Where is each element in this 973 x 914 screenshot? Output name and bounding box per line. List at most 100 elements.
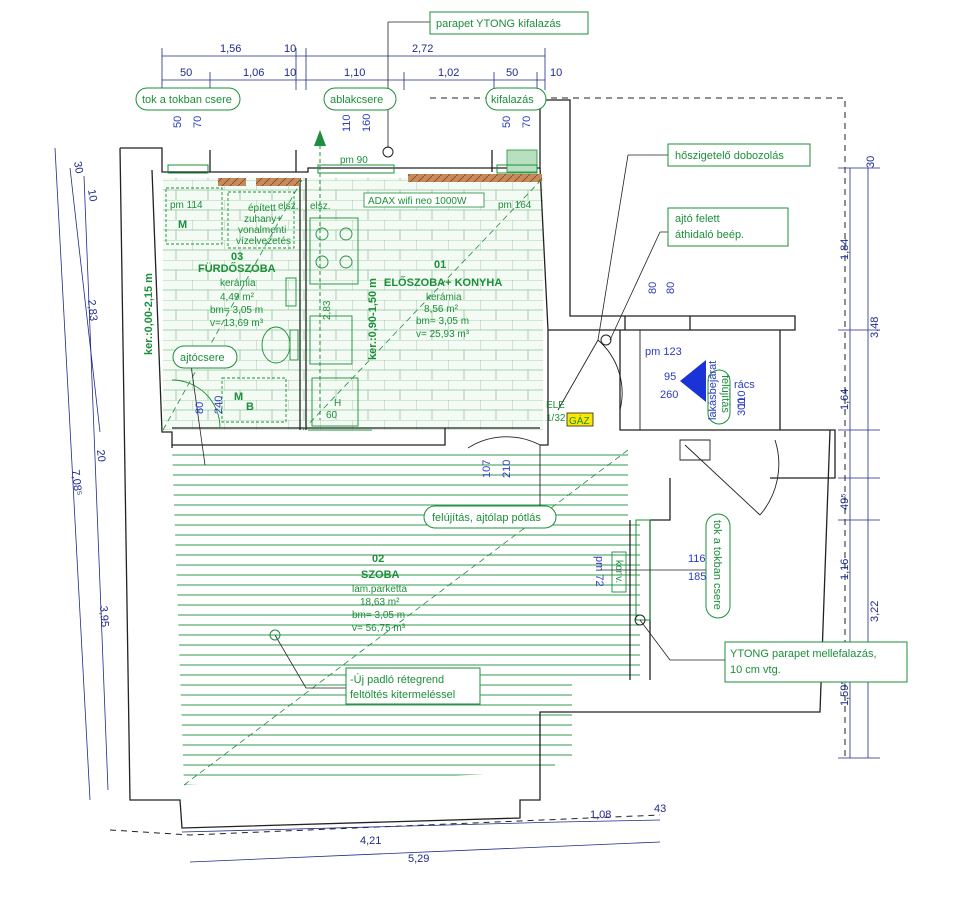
room-02-name: SZOBA	[361, 569, 400, 581]
callout-padlo-1: -Új padló rétegrend	[350, 673, 444, 686]
label-283: 2,83	[322, 300, 333, 320]
label-mb: M	[234, 391, 243, 403]
callout-ajto-2: áthidaló beép.	[675, 229, 744, 241]
diagonals	[162, 177, 629, 786]
brick-strip-2	[256, 178, 300, 186]
callout-felujitas-ajtolap-box	[423, 505, 557, 529]
label-elsz-1: elsz.	[278, 201, 299, 212]
dim-bottom-3: 43	[654, 803, 666, 815]
dim-right-5: 49⁵	[839, 493, 851, 510]
section-arrow	[314, 130, 326, 146]
adax-box	[363, 192, 485, 208]
label-95: 95	[664, 371, 676, 383]
room-03-volume: v= 13,69 m³	[210, 318, 264, 329]
dim-right-1: 30	[865, 156, 877, 168]
label-ker-1: ker.:0,00-2,15 m	[143, 273, 155, 355]
callout-parapet: parapet YTONG kifalazás	[436, 18, 561, 30]
label-240: 240	[213, 396, 225, 414]
room-01-name: ELŐSZOBA+ KONYHA	[384, 276, 502, 289]
gas-meter	[566, 412, 594, 427]
entry-mat	[639, 329, 781, 431]
label-107: 107	[481, 460, 493, 478]
room-03-number: 03	[231, 251, 243, 263]
room-03-name: FÜRDŐSZOBA	[198, 262, 276, 275]
callout-padlo-2: feltöltés kitermeléssel	[350, 689, 455, 701]
label-pm72: pm 72	[593, 556, 605, 587]
leader-dot-1	[382, 146, 394, 158]
dim-top-2: 10	[284, 43, 296, 55]
win-label-6: 70	[521, 116, 533, 128]
dim-top-9: 50	[506, 67, 518, 79]
callout-kifalazas-box	[485, 87, 547, 111]
callout-ajto-1: ajtó felett	[675, 213, 720, 225]
dim-right-2: 1,84	[839, 239, 851, 260]
callout-tok2: tok a tokban csere	[711, 520, 723, 610]
room-03-height: bm= 3,05 m	[210, 305, 263, 316]
dim-left-5: 20	[94, 449, 107, 462]
room-03-area: 4,49 m²	[220, 292, 255, 303]
label-racs: rács	[734, 379, 755, 391]
green-block	[506, 149, 538, 173]
dim-left-6: 3,95	[97, 605, 110, 627]
room-02-volume: v= 56,75 m³	[352, 623, 406, 634]
callout-ajtocsere: ajtócsere	[180, 352, 225, 364]
kitchen-fixtures	[308, 217, 372, 431]
leader-dot-2	[269, 629, 281, 641]
bathroom-fixtures	[165, 187, 299, 429]
label-h: H	[334, 398, 341, 409]
label-ele-2: 1/32	[546, 413, 566, 424]
label-116: 116	[688, 553, 706, 565]
dim-top-4: 50	[180, 67, 192, 79]
room-01-number: 01	[434, 259, 446, 271]
leader-dot-4	[634, 614, 646, 626]
room-01-height: bm= 3,05 m	[416, 316, 469, 327]
win-label-4: 160	[361, 114, 373, 132]
label-b: B	[246, 401, 254, 413]
leader-dot-3	[600, 334, 612, 346]
dim-right-6: 1,16	[839, 559, 851, 580]
callout-ajtocsere-box	[172, 345, 238, 369]
dim-top-6: 10	[284, 67, 296, 79]
room-02-floor: lam.parketta	[352, 584, 407, 595]
room-floor	[172, 448, 640, 785]
label-pm123: pm 123	[645, 346, 682, 358]
dim-top-5: 1,06	[243, 67, 264, 79]
dim-left-2: 10	[85, 188, 99, 202]
room-01-volume: v= 25,93 m³	[416, 329, 470, 340]
label-80: 80	[194, 402, 206, 414]
label-zuhany-1: épített	[248, 203, 276, 214]
label-adax: ADAX wifi neo 1000W	[368, 196, 467, 207]
dimension-lines	[54, 48, 880, 863]
win-label-3: 110	[341, 114, 353, 132]
callout-ablakcsere-box	[323, 87, 397, 111]
dim-top-8: 1,02	[438, 67, 459, 79]
dim-left-1: 30	[71, 160, 85, 174]
callout-ytong-1: YTONG parapet mellefalazás,	[730, 648, 877, 660]
callout-hoszigetelo: hőszigetelő dobozolás	[675, 150, 784, 162]
brick-strip-3	[408, 174, 542, 182]
win-label-1: 50	[172, 116, 184, 128]
dim-bottom-1: 4,21	[360, 835, 381, 847]
callout-kifalazas: kifalazás	[491, 94, 534, 106]
callout-hoszigetelo-box	[667, 143, 811, 167]
callout-felujitas: felújítás	[719, 375, 731, 413]
room-01-area: 8,56 m²	[424, 304, 459, 315]
dim-top-1: 1,56	[220, 43, 241, 55]
dim-top-10: 10	[550, 67, 562, 79]
dim-top-7: 1,10	[344, 67, 365, 79]
site-boundary	[109, 97, 846, 836]
label-60: 60	[326, 410, 338, 421]
dim-left-3: 2,83	[85, 299, 99, 322]
label-pm114: pm 114	[170, 200, 203, 211]
label-pm90: pm 90	[340, 155, 368, 166]
room-01-floor: kerámia	[426, 292, 462, 303]
callout-ytong-2: 10 cm vtg.	[730, 664, 781, 676]
callout-ytong-box	[724, 641, 908, 683]
room-03-floor: kerámia	[220, 278, 256, 289]
label-210: 210	[501, 460, 513, 478]
dim-bottom-2: 1,08	[590, 809, 611, 821]
label-elsz-2: elsz.	[310, 201, 331, 212]
dim-bottom-4: 5,29	[408, 853, 429, 865]
callout-felujitas-ajtolap: felújítás, ajtólap pótlás	[432, 512, 541, 524]
